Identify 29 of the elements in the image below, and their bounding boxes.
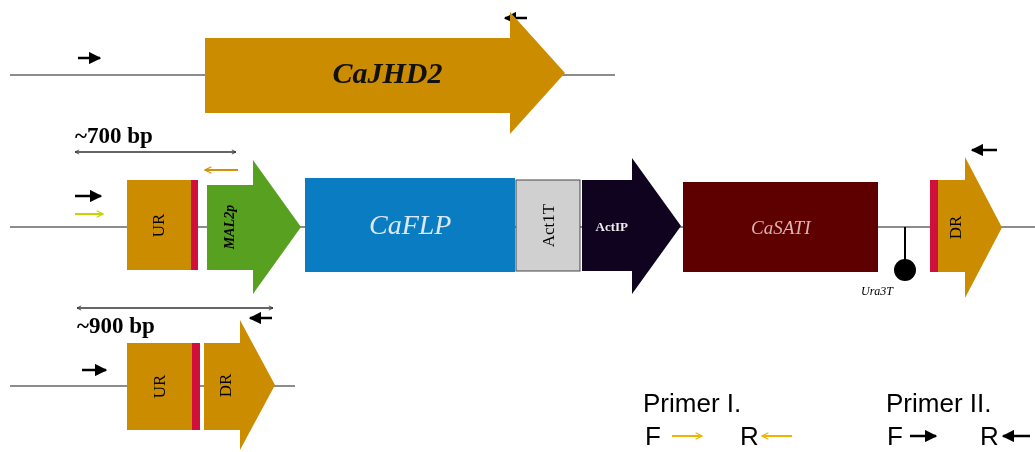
gene-box [127,180,191,270]
gene-pentagon [582,158,681,294]
gene-label: DR [947,215,965,240]
gene-box [683,182,878,272]
legend-heading: Primer II. [886,390,992,416]
gene-label: CaFLP [369,211,452,239]
gene-pentagon [938,157,1002,298]
legend-text: R [980,423,999,449]
gene-label: MAL2p [223,204,238,250]
gene-box [127,343,192,430]
gene-pentagon [207,160,301,294]
gene-label: ActIP [595,219,628,233]
gene-label: Act1T [539,203,557,248]
gene-label: CaJHD2 [332,58,443,88]
legend-text: F [645,423,661,449]
gene-box [305,178,515,272]
gene-pentagon [204,320,275,450]
gene-label: UR [150,213,168,237]
gene-label: CaSATI [751,217,811,237]
gene-label: UR [150,374,168,399]
gene-label: DR [217,373,235,397]
gene-pentagon [205,12,565,134]
legend-heading: Primer I. [643,390,742,416]
terminator-label: Ura3T [861,285,893,297]
size-label: ~900 bp [77,314,155,337]
legend-text: F [887,423,903,449]
gene-box [516,180,580,271]
legend-text: R [740,423,759,449]
size-label: ~700 bp [75,124,153,147]
